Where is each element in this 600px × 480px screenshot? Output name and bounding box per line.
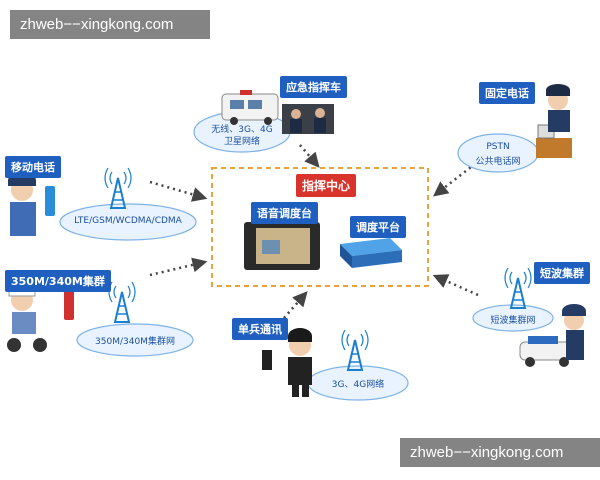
voice-console-illustration xyxy=(244,222,320,270)
label-soldier: 单兵通讯 xyxy=(232,318,288,340)
arrow-shortwave xyxy=(432,274,479,297)
center-title: 指挥中心 xyxy=(296,174,357,197)
cloud-text-fixed-2: 公共电话网 xyxy=(475,157,521,167)
arrow-trunk xyxy=(149,257,208,277)
arrow-mobile xyxy=(149,180,208,202)
arrow-vehicle xyxy=(299,144,320,168)
cloud-text-soldier: 3G、4G网络 xyxy=(331,380,385,390)
label-trunk: 350M/340M集群 xyxy=(5,270,111,292)
watermark-bottom: zhweb−−xingkong.com xyxy=(400,438,600,467)
voice-console-label: 语音调度台 xyxy=(251,202,318,224)
cloud-text-mobile: LTE/GSM/WCDMA/CDMA xyxy=(74,216,182,226)
emergency-vehicle-illustration xyxy=(221,90,334,134)
cloud-mobile xyxy=(59,203,197,241)
label-mobile-phone: 移动电话 xyxy=(5,156,61,178)
dispatch-platform-label: 调度平台 xyxy=(350,216,406,238)
tower-shortwave xyxy=(504,267,532,309)
cloud-text-vehicle-2: 卫星网络 xyxy=(223,137,260,147)
shortwave-officer-illustration xyxy=(519,304,586,367)
cloud-shortwave xyxy=(472,304,554,332)
cloud-trunk xyxy=(76,323,194,357)
cloud-text-trunk: 350M/340M集群网 xyxy=(95,337,175,347)
mobile-officer-illustration xyxy=(8,173,55,236)
tower-mobile xyxy=(104,167,132,209)
label-shortwave: 短波集群 xyxy=(534,262,590,284)
tower-soldier xyxy=(341,329,369,371)
arrow-soldier xyxy=(283,291,308,319)
label-fixed-phone: 固定电话 xyxy=(479,82,535,104)
command-center-box xyxy=(211,167,429,287)
cloud-text-fixed-1: PSTN xyxy=(486,142,510,152)
cloud-text-vehicle-1: 无线、3G、4G xyxy=(211,125,273,135)
fixed-phone-illustration xyxy=(536,84,572,158)
tower-trunk xyxy=(108,281,136,323)
watermark-top: zhweb−−xingkong.com xyxy=(10,10,210,39)
dispatch-platform-illustration xyxy=(340,238,402,268)
cloud-text-shortwave: 短波集群网 xyxy=(490,316,536,326)
soldier-illustration xyxy=(262,328,312,397)
trunk-officer-illustration xyxy=(7,281,74,352)
label-emergency-vehicle: 应急指挥车 xyxy=(280,76,347,98)
